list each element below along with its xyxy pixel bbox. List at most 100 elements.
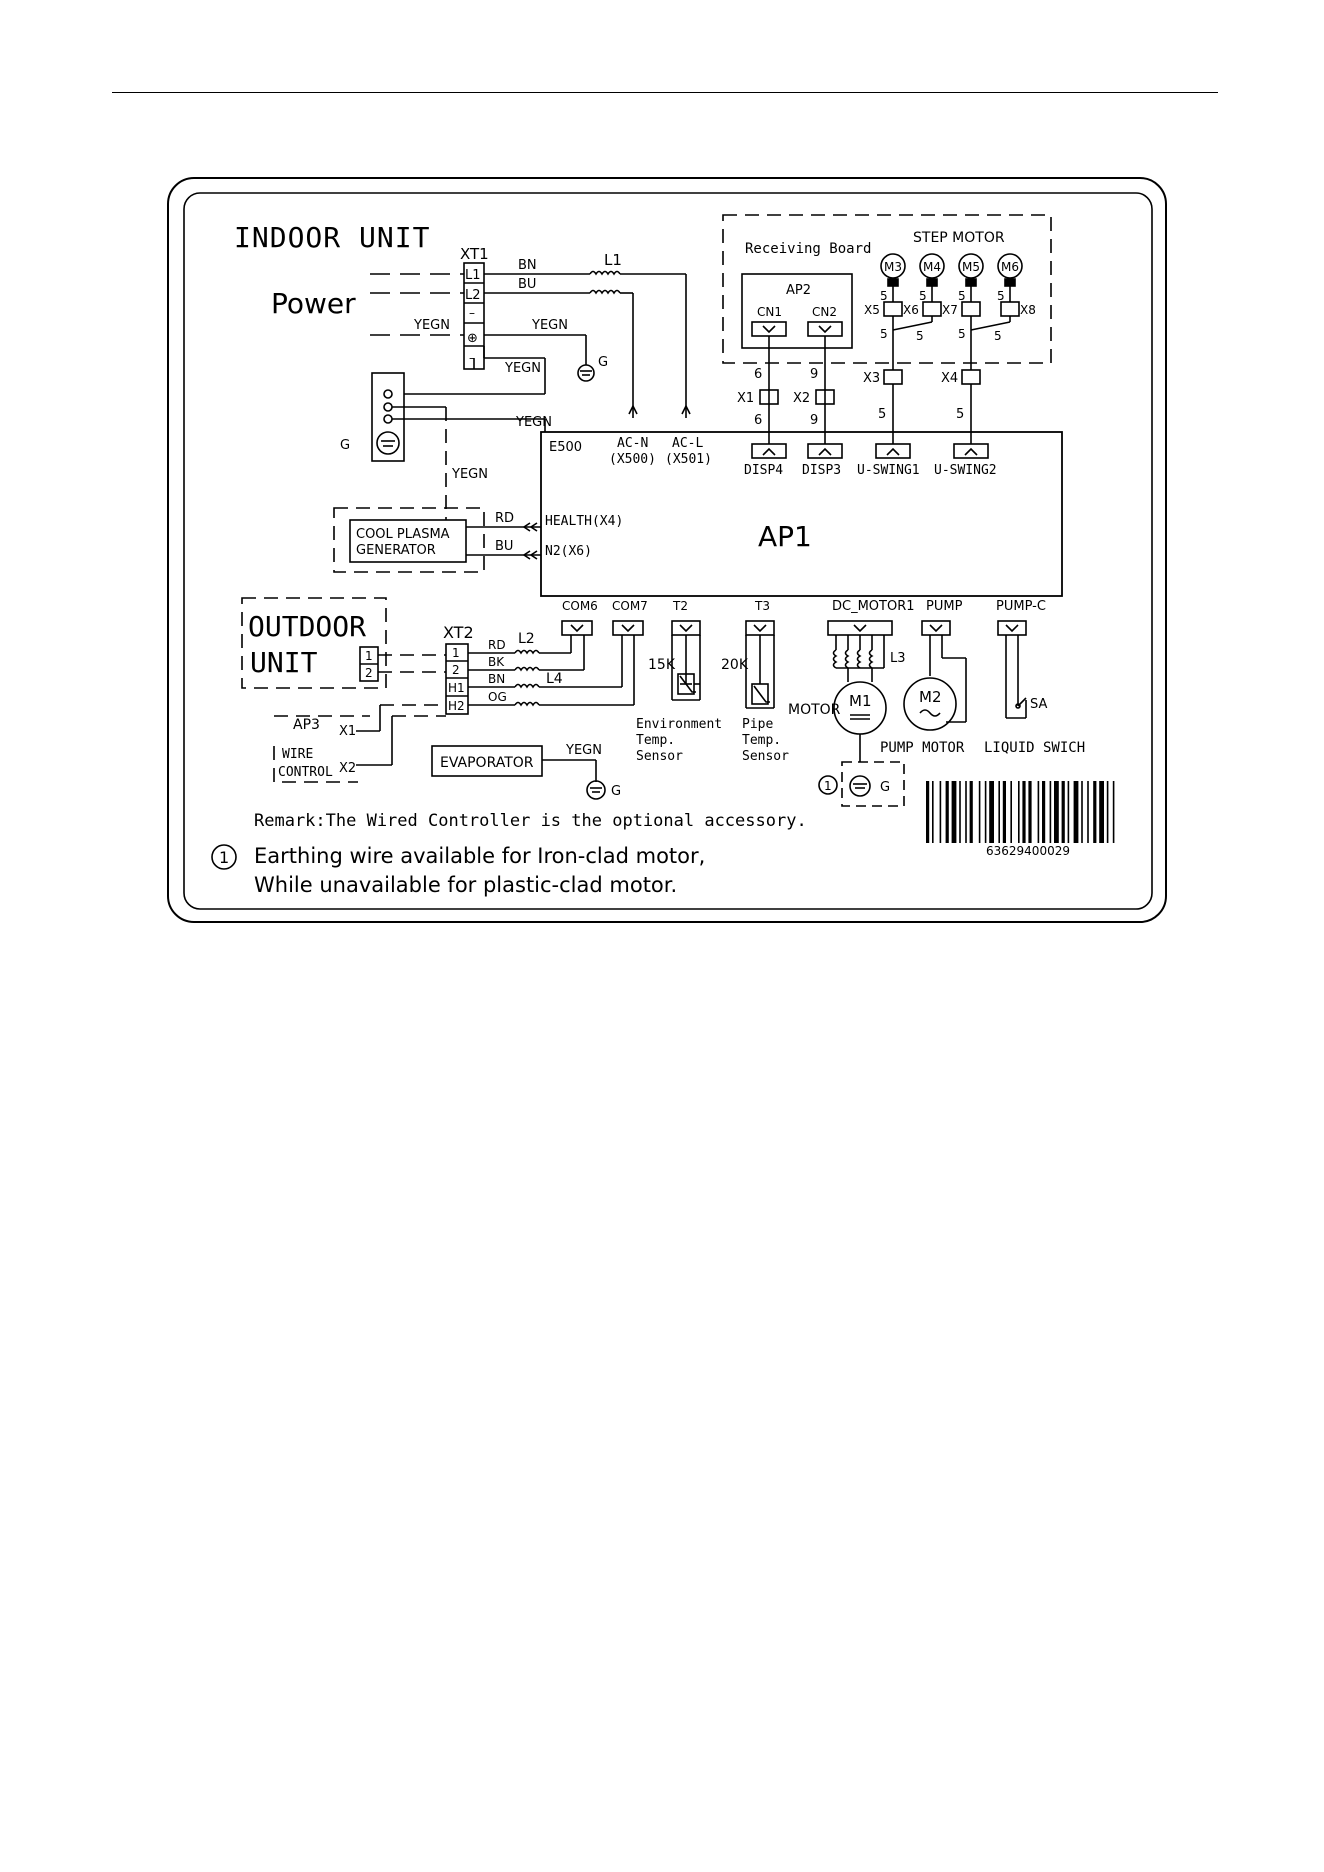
bu-wire-label: BU: [518, 277, 536, 292]
power-label: Power: [271, 287, 356, 320]
reactor-l3-label: L3: [890, 651, 906, 666]
uswing1-label: U-SWING1: [857, 463, 920, 478]
connector-x1-link: [759, 389, 779, 405]
acn-sub-label: (X500): [609, 452, 656, 467]
uswing2-label: U-SWING2: [934, 463, 997, 478]
acn-label: AC-N: [617, 436, 648, 451]
motor-m5-label: M5: [962, 260, 980, 274]
barcode-bar: [1049, 781, 1052, 843]
connector-x7-label: X7: [942, 303, 958, 317]
env-sensor-line3: Sensor: [636, 749, 683, 764]
barcode-bar: [969, 781, 973, 843]
xt1-label: XT1: [460, 245, 489, 263]
connector-x8-label: X8: [1020, 303, 1036, 317]
connector-x8: [1000, 301, 1020, 317]
barcode-bar: [932, 781, 934, 843]
barcode-bar: [1112, 781, 1115, 843]
barcode-bar: [1010, 781, 1012, 843]
health-label: HEALTH(X4): [545, 514, 623, 529]
outer-frame: [167, 177, 1167, 923]
com6-label: COM6: [562, 599, 598, 613]
barcode-bar: [1081, 781, 1083, 843]
barcode-bar: [959, 781, 961, 843]
svg-text:5: 5: [880, 327, 888, 341]
evaporator-label: EVAPORATOR: [440, 755, 534, 771]
motor-m1-label: M1: [849, 692, 872, 710]
outdoor-dashed-box: [241, 597, 387, 689]
barcode-bar: [1018, 781, 1020, 843]
reactor-l1-label: L1: [604, 251, 622, 269]
disp3-label: DISP3: [802, 463, 841, 478]
motor-m4-label: M4: [923, 260, 941, 274]
ap1-label: AP1: [758, 520, 812, 553]
n2-label: N2(X6): [545, 544, 592, 559]
link-x1-label: X1: [737, 391, 754, 406]
connector-x5: [883, 301, 903, 317]
pipe-sensor-line1: Pipe: [742, 717, 773, 732]
svg-text:9: 9: [810, 367, 818, 382]
cn1-label: CN1: [757, 305, 782, 319]
barcode-number: 63629400029: [986, 844, 1070, 858]
barcode-bar: [1106, 781, 1109, 843]
barcode-bar: [1037, 781, 1040, 843]
motor-m3-label: M3: [884, 260, 902, 274]
svg-text:H1: H1: [448, 681, 465, 695]
barcode-bar: [1022, 781, 1026, 843]
pipe-sensor-line2: Temp.: [742, 733, 781, 748]
barcode-bar: [1028, 781, 1032, 843]
barcode-bar: [978, 781, 981, 843]
connector-x7: [961, 301, 981, 317]
reactor-l1-coil: [589, 270, 621, 276]
svg-text:5: 5: [880, 289, 888, 303]
connector-x3-link: [883, 369, 903, 385]
barcode-bar: [945, 781, 949, 843]
e500-label: E500: [549, 440, 582, 455]
svg-text:5: 5: [994, 329, 1002, 343]
remark: Remark:The Wired Controller is the optio…: [254, 811, 807, 831]
reactor-l4-label: L4: [546, 671, 563, 687]
yegn-ground-label: YEGN: [531, 318, 568, 333]
cn1-connector: [751, 321, 787, 337]
svg-text:5: 5: [997, 289, 1005, 303]
connector-x2-link: [815, 389, 835, 405]
pump-label: PUMP: [926, 599, 963, 614]
wire-og: OG: [488, 690, 507, 704]
connector-x4-link: [961, 369, 981, 385]
ground-terminal-label: G: [340, 438, 350, 453]
outdoor-line1: OUTDOOR: [248, 610, 366, 643]
evaporator-yegn: YEGN: [565, 743, 602, 758]
motor-label: MOTOR: [788, 702, 841, 718]
note-marker-diagram: [818, 775, 838, 795]
note-line1: Earthing wire available for Iron-clad mo…: [254, 844, 705, 868]
ap3-label: AP3: [293, 717, 320, 733]
svg-text:5: 5: [958, 327, 966, 341]
wire-bk: BK: [488, 655, 505, 669]
barcode-bar: [926, 781, 930, 843]
wire-bn: BN: [488, 672, 505, 686]
yegn-ap1-label: YEGN: [515, 415, 552, 430]
plasma-rd-label: RD: [495, 511, 514, 526]
com7-label: COM7: [612, 599, 648, 613]
bn-wire-label: BN: [518, 258, 537, 273]
pipe-sensor-line3: Sensor: [742, 749, 789, 764]
disp4-label: DISP4: [744, 463, 783, 478]
connector-x5-label: X5: [864, 303, 880, 317]
env-sensor-line1: Environment: [636, 717, 722, 732]
connector-x6-label: X6: [903, 303, 919, 317]
cn2-connector: [807, 321, 843, 337]
svg-text:9: 9: [810, 413, 818, 428]
step-motor-label: STEP MOTOR: [913, 230, 1005, 246]
xt1-terminal-ground: ⊕: [467, 331, 478, 346]
plasma-box: [349, 519, 467, 563]
barcode-bar: [1002, 781, 1006, 843]
barcode-bar: [965, 781, 967, 843]
svg-text:2: 2: [452, 663, 460, 677]
svg-text:5: 5: [919, 289, 927, 303]
barcode-bar: [939, 781, 942, 843]
ap1-board: [540, 431, 1063, 597]
outdoor-terminal-2: 2: [365, 666, 373, 680]
xt2-block: [445, 643, 469, 715]
svg-text:1: 1: [452, 646, 460, 660]
note-marker-diagram-text: 1: [824, 779, 832, 793]
